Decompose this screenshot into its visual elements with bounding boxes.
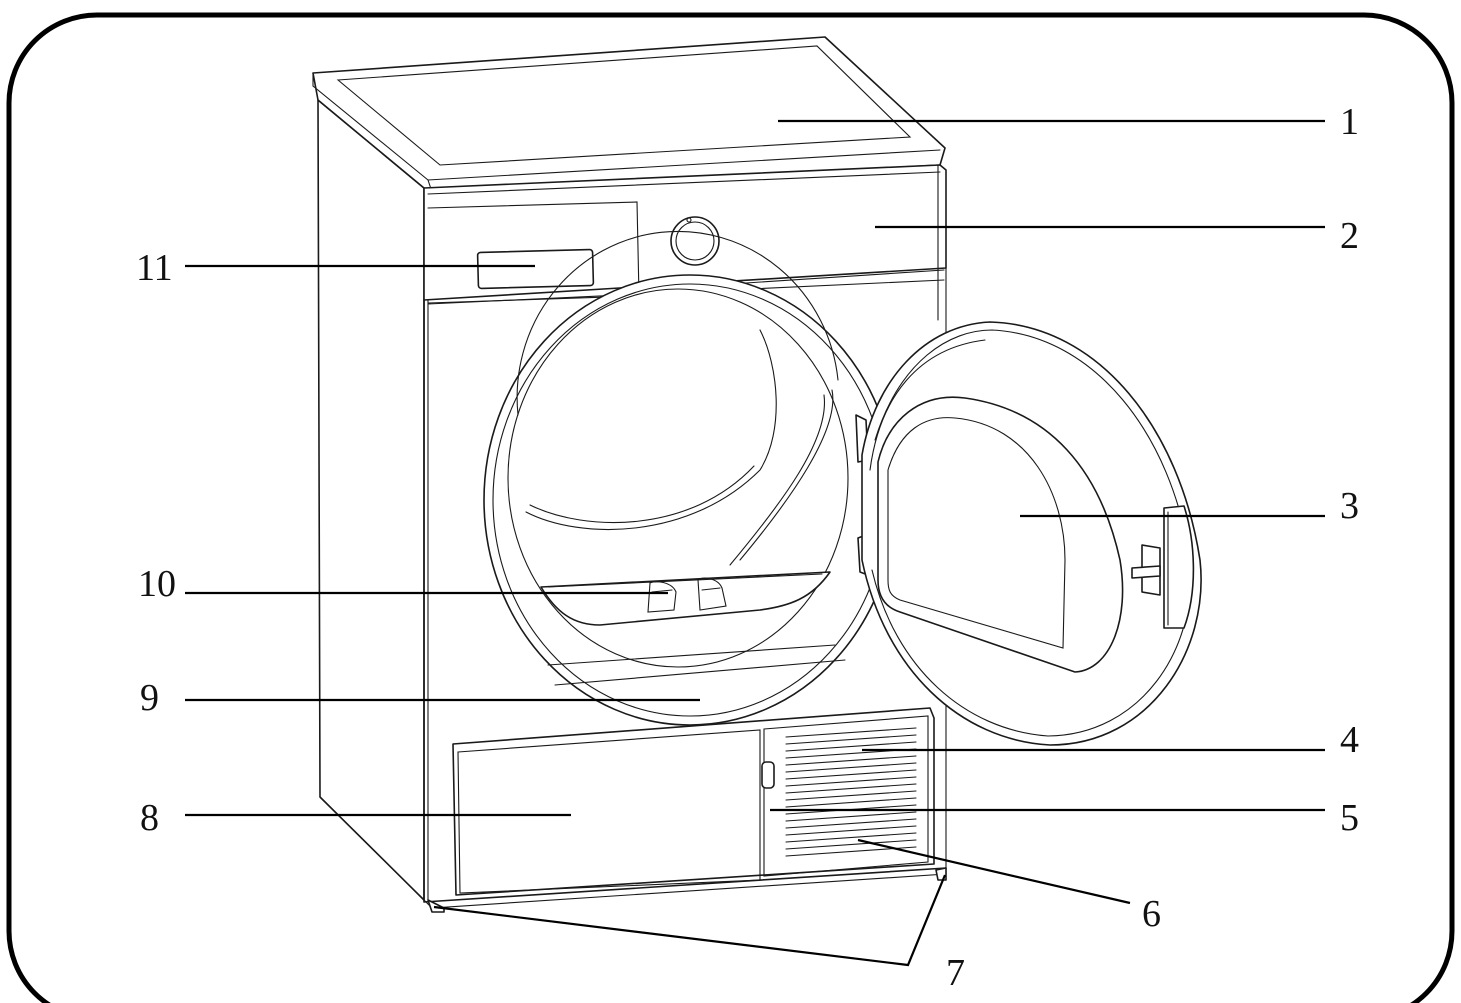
- leader-7: [433, 874, 947, 967]
- callout-1: 1: [1340, 101, 1359, 143]
- dryer-side-panel: [317, 99, 425, 901]
- callout-11: 11: [136, 247, 173, 289]
- callout-labels: 1 2 3 4 5 6 7 8 9 10 11: [136, 101, 1359, 994]
- callout-5: 5: [1340, 797, 1359, 839]
- plinth-panel: [452, 707, 935, 896]
- program-knob: [670, 216, 720, 266]
- callout-3: 3: [1340, 485, 1359, 527]
- callout-10: 10: [138, 563, 176, 605]
- callout-8: 8: [140, 797, 159, 839]
- callout-leaders: [185, 119, 1325, 967]
- callout-4: 4: [1340, 719, 1359, 761]
- callout-2: 2: [1340, 215, 1359, 257]
- callout-7: 7: [946, 952, 965, 994]
- diagram-frame: [6, 12, 1455, 1003]
- dryer-feet: [319, 796, 947, 913]
- front-filter: [540, 571, 831, 626]
- grille-latch: [761, 761, 775, 789]
- ventilation-grille: [785, 727, 917, 857]
- open-door: [855, 321, 1202, 746]
- callout-9: 9: [140, 677, 159, 719]
- door-opening: [483, 230, 897, 726]
- display-window: [476, 248, 595, 290]
- dryer-front-panel: [423, 299, 947, 903]
- dryer-illustration: [312, 36, 1202, 913]
- leader-6: [857, 838, 1131, 905]
- callout-6: 6: [1142, 893, 1161, 935]
